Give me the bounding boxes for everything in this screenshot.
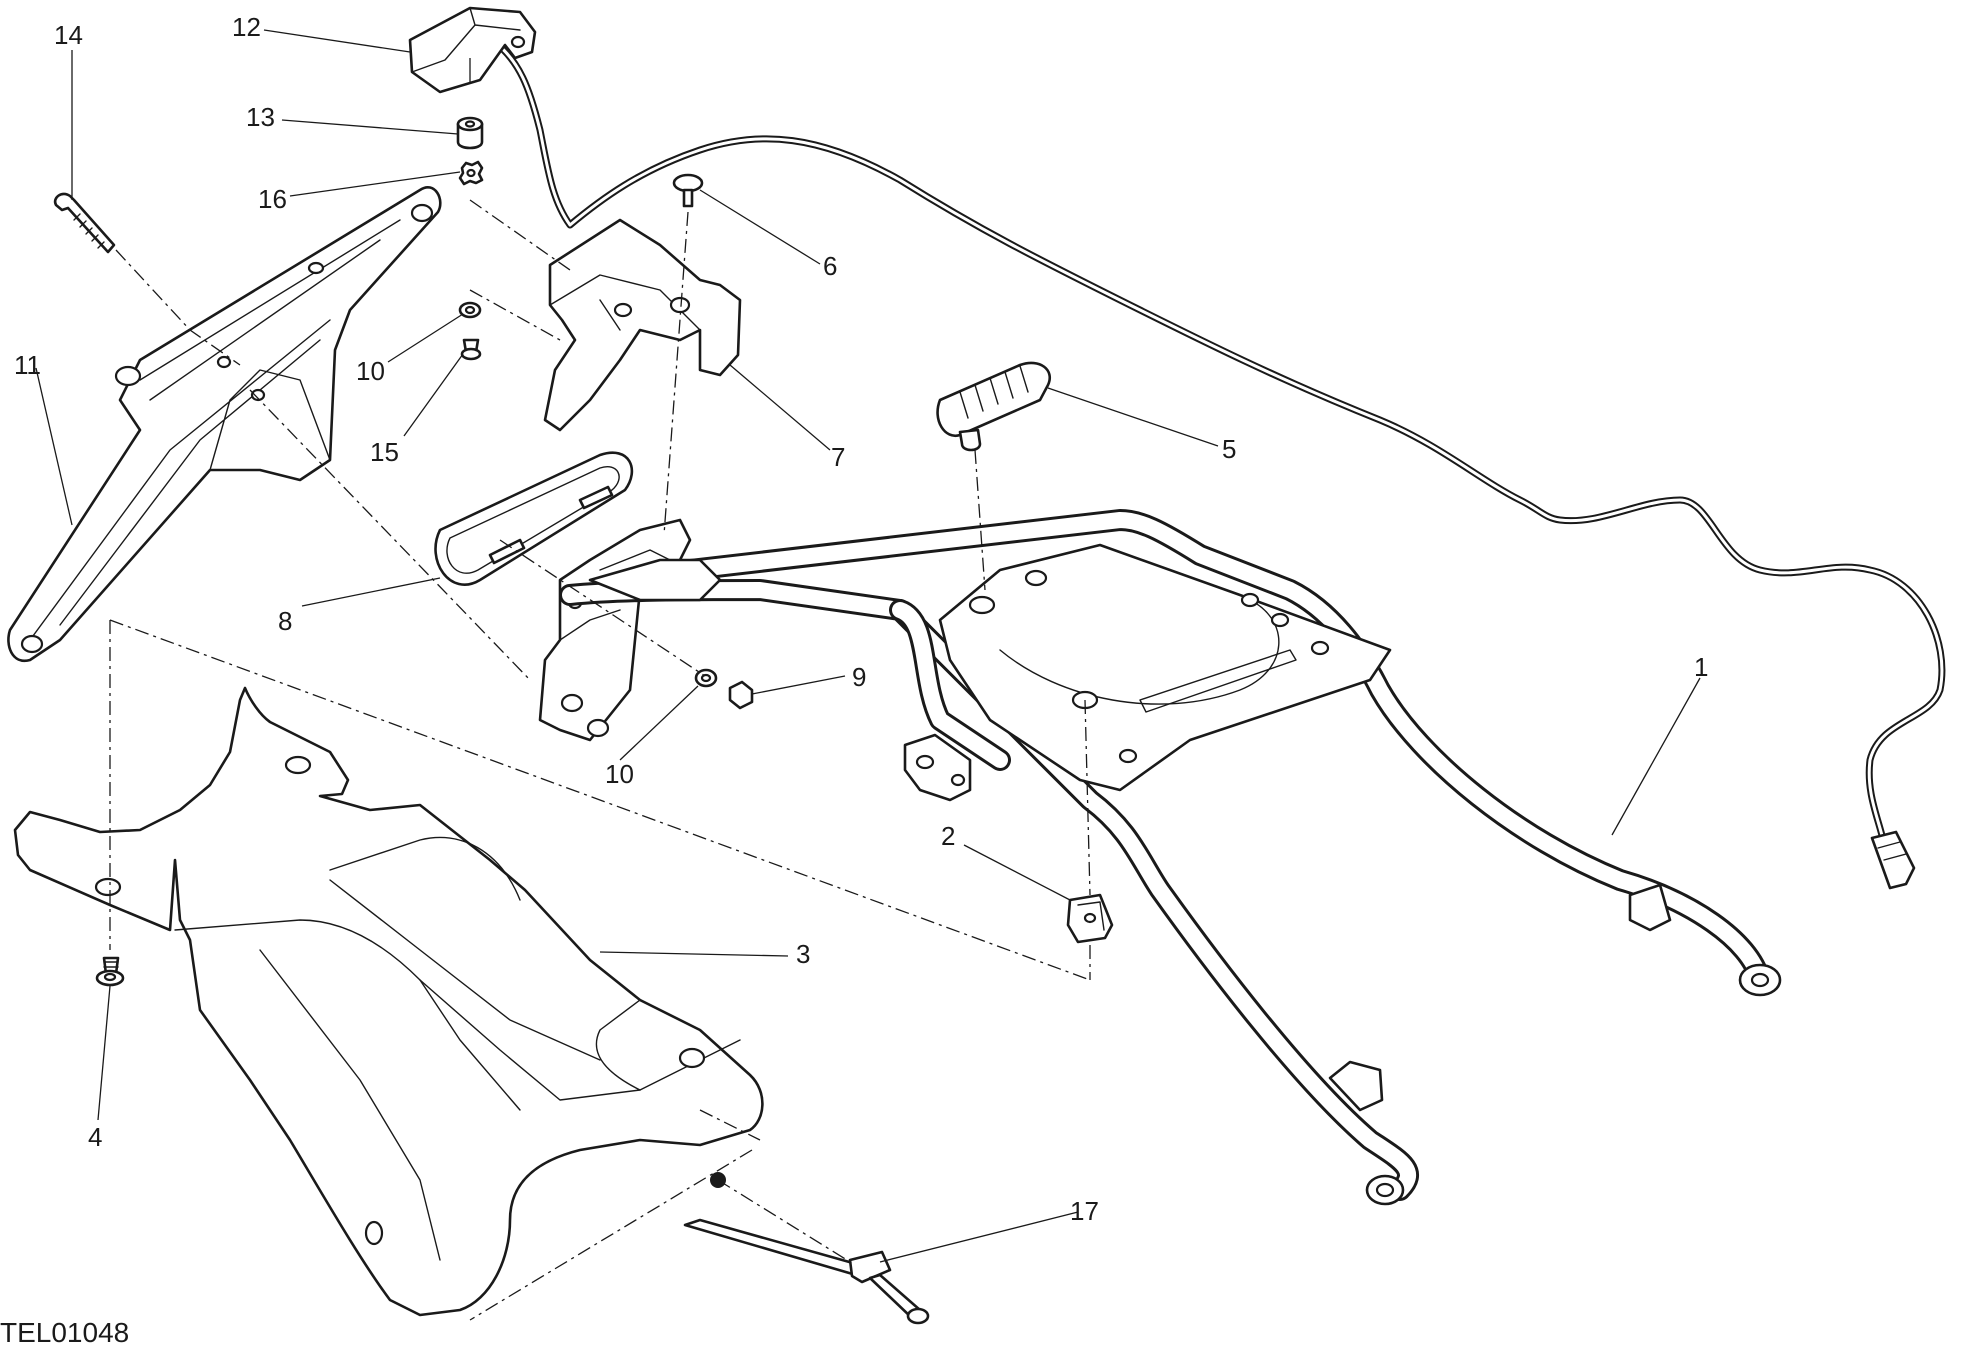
callout-5: 5 xyxy=(1222,434,1236,464)
callout-16: 16 xyxy=(258,184,287,214)
part-9-nut xyxy=(728,680,754,710)
reflector-mount-bracket xyxy=(538,518,692,742)
callout-labels: 1 2 3 4 5 6 7 8 9 10 10 11 12 13 14 15 1… xyxy=(14,12,1708,1226)
part-10-washer-lower xyxy=(694,668,718,688)
callout-13: 13 xyxy=(246,102,275,132)
part-12-light-housing xyxy=(408,6,537,94)
leader-lines xyxy=(35,29,1701,1263)
part-14-screw xyxy=(53,192,116,254)
part-2-clip-nut xyxy=(1066,893,1114,944)
callout-12: 12 xyxy=(232,12,261,42)
part-7-light-bracket xyxy=(543,218,742,432)
callout-8: 8 xyxy=(278,606,292,636)
part-17-cable-tie xyxy=(683,1172,930,1325)
callout-9: 9 xyxy=(852,662,866,692)
assembly-lines xyxy=(109,199,1091,1321)
callout-1: 1 xyxy=(1694,652,1708,682)
part-4-screw xyxy=(95,956,125,987)
part-16-washer xyxy=(458,160,484,186)
part-8-reflector xyxy=(434,451,634,586)
part-6-screw xyxy=(672,173,704,208)
callout-7: 7 xyxy=(831,442,845,472)
part-5-rubber-pad xyxy=(936,361,1051,452)
callout-10-lower: 10 xyxy=(605,759,634,789)
wiring-harness xyxy=(488,36,1946,890)
part-13-spacer xyxy=(456,116,484,150)
part-15-screw xyxy=(460,338,482,361)
callout-17: 17 xyxy=(1070,1196,1099,1226)
callout-15: 15 xyxy=(370,437,399,467)
callout-14: 14 xyxy=(54,20,83,50)
part-11-plate-bracket xyxy=(7,186,442,663)
callout-11: 11 xyxy=(14,350,41,380)
harness-connector xyxy=(1870,830,1916,890)
callout-2: 2 xyxy=(941,821,955,851)
part-3-mudguard xyxy=(13,686,764,1317)
callout-4: 4 xyxy=(88,1122,102,1152)
part-10-washer-upper xyxy=(458,301,482,319)
part-1-subframe xyxy=(559,509,1782,1206)
callout-6: 6 xyxy=(823,251,837,281)
drawing-code: TEL01048 xyxy=(0,1317,129,1348)
callout-10-upper: 10 xyxy=(356,356,385,386)
callout-3: 3 xyxy=(796,939,810,969)
